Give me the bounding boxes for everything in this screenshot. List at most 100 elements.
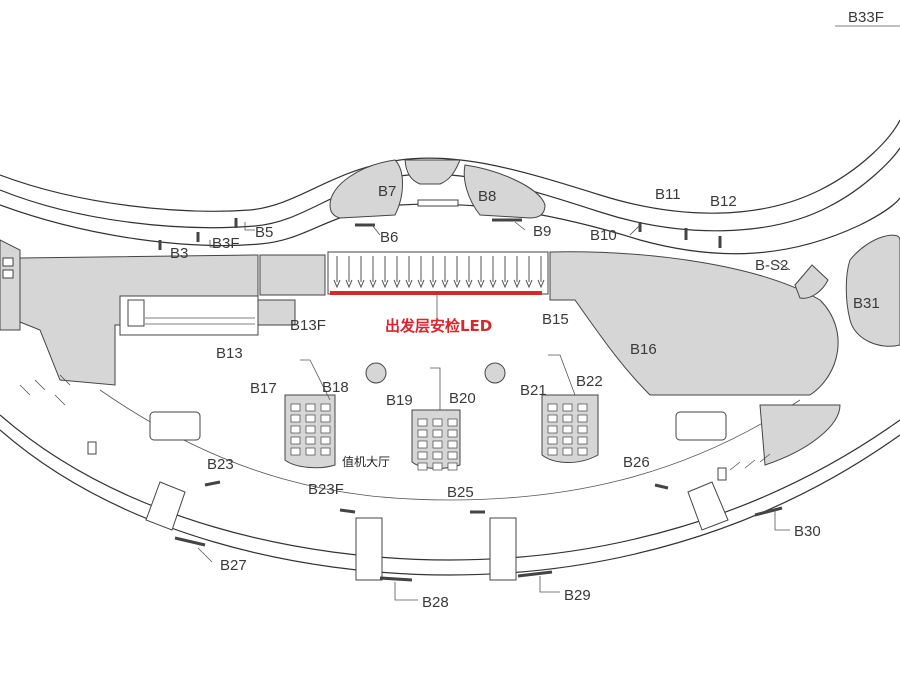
zone-b31 xyxy=(845,234,900,347)
checkin-desk xyxy=(447,418,458,427)
checkin-desk xyxy=(577,414,588,423)
zone-b8 xyxy=(463,164,546,219)
security-lane-arrow xyxy=(465,279,473,289)
gate-label-b5: B5 xyxy=(255,224,273,241)
checkin-desk xyxy=(320,447,331,456)
gate-label-b13f: B13F xyxy=(290,317,326,334)
counter-right xyxy=(675,411,727,441)
security-lane-arrow xyxy=(501,279,509,289)
checkin-desk xyxy=(562,447,573,456)
gate-label-b30: B30 xyxy=(794,523,821,540)
security-lane-arrow xyxy=(525,279,533,289)
gate-label-b6: B6 xyxy=(380,229,398,246)
zone-far-left xyxy=(0,239,21,331)
leader-b10 xyxy=(629,224,641,236)
zone-b7 xyxy=(329,159,403,219)
jetway-b28 xyxy=(355,517,383,581)
gate-label-b22: B22 xyxy=(576,373,603,390)
gate-label-b11: B11 xyxy=(655,186,681,203)
checkin-desk xyxy=(305,436,316,445)
leader-b29 xyxy=(539,576,560,593)
checkin-desk xyxy=(577,436,588,445)
checkin-desk xyxy=(547,436,558,445)
gate-label-b10: B10 xyxy=(590,227,617,244)
leader-b5 xyxy=(244,222,255,231)
gate-label-bs2: B-S2 xyxy=(755,257,788,274)
checkin-desk xyxy=(320,436,331,445)
leader-b28 xyxy=(394,582,418,601)
security-lane-arrow xyxy=(333,279,341,289)
pillar-left xyxy=(365,362,387,384)
checkin-desk xyxy=(577,447,588,456)
checkin-desk xyxy=(562,436,573,445)
marker-b23 xyxy=(204,480,221,487)
checkin-desk xyxy=(290,436,301,445)
zone-b13f-block xyxy=(259,254,326,296)
pavilion-desk xyxy=(417,199,459,207)
gate-label-b18: B18 xyxy=(322,379,349,396)
leader-b3f xyxy=(209,240,220,248)
checkin-desk xyxy=(562,414,573,423)
gate-label-b29: B29 xyxy=(564,587,591,604)
checkin-desk xyxy=(577,425,588,434)
checkin-desk xyxy=(417,462,428,471)
b13-desk-area xyxy=(119,295,259,336)
security-led-bar xyxy=(330,291,542,295)
gate-label-b8: B8 xyxy=(478,188,496,205)
leader-b27 xyxy=(197,547,213,563)
checkin-desk xyxy=(547,425,558,434)
gate-label-b15: B15 xyxy=(542,311,569,328)
leader-bs2 xyxy=(774,259,791,271)
checkin-desk xyxy=(447,462,458,471)
gate-label-b16: B16 xyxy=(630,341,657,358)
island-connectors xyxy=(300,354,576,410)
checkin-desk xyxy=(432,429,443,438)
checkin-desk xyxy=(577,403,588,412)
far-left-box-1 xyxy=(2,257,14,267)
building-outer-curve xyxy=(0,414,900,561)
gate-label-b12: B12 xyxy=(710,193,737,210)
checkin-desk xyxy=(562,425,573,434)
outer-road-curve-1 xyxy=(0,119,900,214)
checkin-desk xyxy=(320,425,331,434)
gate-label-b20: B20 xyxy=(449,390,476,407)
checkin-desk xyxy=(417,451,428,460)
checkin-desk xyxy=(547,447,558,456)
security-lane-arrow xyxy=(537,279,545,289)
leader-b9 xyxy=(514,221,526,231)
gate-label-b31: B31 xyxy=(853,295,880,312)
jetway-b27 xyxy=(145,481,186,531)
pillar-right xyxy=(484,362,506,384)
checkin-desk xyxy=(432,440,443,449)
marker-b29 xyxy=(517,570,553,578)
security-lane-arrow xyxy=(381,279,389,289)
gate-label-b9: B9 xyxy=(533,223,551,240)
checkin-desk xyxy=(417,440,428,449)
gate-label-b7: B7 xyxy=(378,183,396,200)
checkin-desk xyxy=(320,403,331,412)
jetway-b29 xyxy=(489,517,517,581)
marker-b30 xyxy=(754,506,783,517)
checkin-desk xyxy=(305,447,316,456)
hall-inner-curve xyxy=(99,389,801,501)
right-dashes xyxy=(729,453,771,471)
checkin-island-details xyxy=(290,403,588,471)
gate-label-b26: B26 xyxy=(623,454,650,471)
marker-b23f xyxy=(339,508,356,514)
left-dashes xyxy=(19,374,71,406)
security-lane-arrow xyxy=(345,279,353,289)
checkin-desk xyxy=(305,414,316,423)
security-lane-area xyxy=(327,251,549,295)
security-lane-arrow xyxy=(417,279,425,289)
gate-label-b21: B21 xyxy=(520,382,547,399)
far-left-box-2 xyxy=(2,269,14,279)
security-lane-arrow xyxy=(429,279,437,289)
marker-b28 xyxy=(379,576,413,582)
leader-b6 xyxy=(371,224,381,236)
gate-label-b25: B25 xyxy=(447,484,474,501)
checkin-desk xyxy=(417,429,428,438)
gate-label-b28: B28 xyxy=(422,594,449,611)
counter-left xyxy=(149,411,201,441)
checkin-desk xyxy=(432,462,443,471)
